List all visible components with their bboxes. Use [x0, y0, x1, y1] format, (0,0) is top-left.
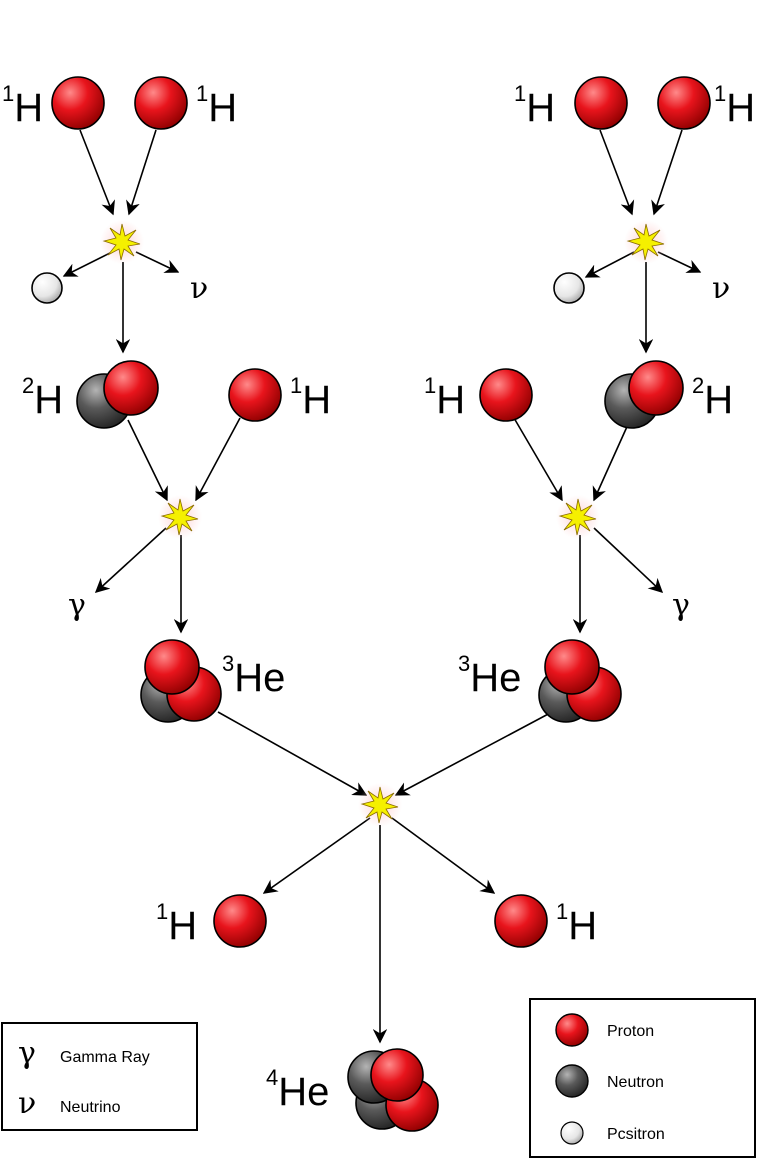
arrow: [94, 527, 167, 593]
legend-positron-label: Pcsitron: [607, 1126, 665, 1143]
neutron-icon: [555, 1064, 589, 1098]
proton-icon: [544, 639, 600, 695]
arrow: [651, 129, 683, 216]
isotope-label-h2: 2H: [692, 373, 733, 422]
arrow: [391, 817, 496, 894]
arrow: [62, 251, 113, 277]
legend-neutrino-label: Neutrino: [60, 1099, 121, 1116]
arrow: [79, 129, 115, 216]
legend-neutrino-symbol: ν: [18, 1086, 36, 1121]
isotope-label-h1: 1H: [514, 81, 555, 130]
proton-icon: [657, 76, 711, 130]
emission-symbols: ν ν γ γ: [68, 271, 730, 623]
particles: [31, 76, 711, 1132]
arrow: [262, 817, 371, 894]
arrow: [657, 251, 702, 273]
gamma-symbol: γ: [68, 588, 86, 623]
legend-proton-label: Proton: [607, 1023, 654, 1040]
arrow: [584, 251, 635, 278]
legend-particles: Proton Neutron Pcsitron: [529, 998, 756, 1158]
gamma-symbol: γ: [672, 588, 690, 623]
positron-icon: [31, 272, 63, 304]
proton-icon: [228, 368, 282, 422]
positron-icon: [553, 272, 585, 304]
deuterium-nucleus: [76, 360, 159, 429]
flash-icon: [624, 220, 668, 264]
isotope-label-h1: 1H: [556, 899, 597, 948]
neutrino-symbol: ν: [190, 271, 208, 306]
isotope-label-h1: 1H: [424, 373, 465, 422]
flash-icon: [556, 495, 600, 539]
legend-gamma-label: Gamma Ray: [60, 1049, 150, 1066]
arrow: [127, 419, 168, 502]
proton-icon: [574, 76, 628, 130]
flash-icon: [358, 783, 402, 827]
isotope-labels: 1H 1H 1H 1H 2H 1H 1H 2H 3He 3He 1H 1H 4H…: [2, 81, 755, 1114]
reaction-arrows: [62, 129, 702, 1044]
isotope-label-h1: 1H: [196, 81, 237, 130]
proton-icon: [555, 1013, 589, 1047]
arrow: [126, 129, 157, 216]
arrow: [513, 417, 563, 502]
proton-icon: [479, 368, 533, 422]
flash-icon: [158, 495, 202, 539]
isotope-label-h1: 1H: [2, 81, 43, 130]
proton-icon: [144, 639, 200, 695]
isotope-label-h2: 2H: [22, 373, 63, 422]
isotope-label-h1: 1H: [714, 81, 755, 130]
isotope-label-he3: 3He: [222, 651, 285, 700]
legend-symbols: γ Gamma Ray ν Neutrino: [1, 1022, 198, 1131]
reaction-flashes: [100, 220, 668, 827]
isotope-label-h1: 1H: [156, 899, 197, 948]
arrow: [394, 711, 553, 796]
proton-icon: [494, 894, 548, 948]
proton-icon: [134, 76, 188, 130]
legend-gamma-symbol: γ: [18, 1036, 36, 1071]
proton-icon: [628, 360, 684, 416]
isotope-label-h1: 1H: [290, 373, 331, 422]
arrow: [195, 417, 241, 502]
arrow: [599, 129, 635, 216]
arrow: [592, 419, 631, 502]
flash-icon: [100, 220, 144, 264]
arrow: [593, 527, 664, 593]
deuterium-nucleus: [604, 360, 684, 429]
isotope-label-he3: 3He: [458, 651, 521, 700]
helium3-nucleus: [140, 639, 222, 723]
helium4-nucleus: [347, 1048, 439, 1132]
proton-icon: [213, 894, 267, 948]
legend-neutron-label: Neutron: [607, 1074, 664, 1091]
isotope-label-he4: 4He: [266, 1065, 329, 1114]
legend-symbols-box: [1, 1022, 198, 1131]
neutrino-symbol: ν: [712, 271, 730, 306]
positron-icon: [560, 1121, 584, 1145]
proton-icon: [370, 1048, 424, 1102]
helium3-nucleus: [538, 639, 622, 723]
proton-icon: [103, 360, 159, 416]
arrow: [135, 251, 180, 273]
proton-icon: [51, 76, 105, 130]
arrow: [217, 711, 368, 796]
